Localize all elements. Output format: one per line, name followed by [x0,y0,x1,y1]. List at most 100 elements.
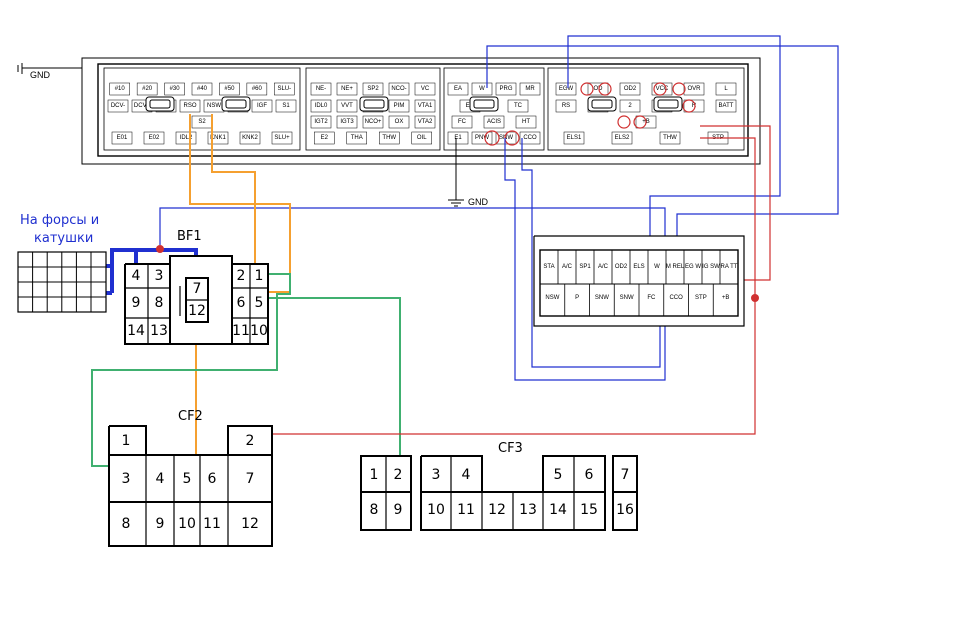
ecu_right1-pin: PRG [499,86,512,92]
cf3-pin: 11 [457,502,475,518]
forsy-label-line1: На форсы и [20,213,99,228]
ecu_right1-pin: PNW [475,135,489,141]
ecu_left-pin: KNK1 [210,135,226,141]
ecu_left-pin: #20 [142,86,153,92]
right-connector-pin: OD2 [615,264,628,270]
bf1-label: BF1 [177,229,202,244]
cf3-pin: 6 [585,467,594,483]
cf2-pin: 12 [241,516,259,532]
ecu_left-pin: E01 [117,135,128,141]
cf2-label: CF2 [178,409,203,424]
ecu_mid-pin: IDL0 [315,103,328,109]
bf1-connector [124,255,269,345]
right-connector-pin: P [575,295,579,301]
ecu_mid-pin: VTA1 [418,103,433,109]
splice-point-blue [156,245,164,253]
injector-grid [17,251,107,313]
ecu_right2-pin: BATT [719,103,734,109]
cf2-connector [108,425,273,547]
right-connector-pin: NSW [545,295,559,301]
ecu_right1-pin: CCO [523,135,537,141]
right-connector-pin: EG W [685,264,701,270]
ecu_mid-pin: OIL [417,135,427,141]
ecu_left-pin: SLU+ [274,135,290,141]
bf1-pin: 4 [132,268,141,284]
cf3-label: CF3 [498,441,523,456]
right-connector-pin: ELS [633,264,644,270]
cf3-pin: 13 [519,502,537,518]
ecu_mid-pin: IGT3 [340,119,354,125]
bf1-pin: 2 [237,268,246,284]
bf1-pin: 8 [155,295,164,311]
ecu_right1-pin: ACIS [487,119,501,125]
cf2-pin: 10 [178,516,196,532]
cf2-pin: 3 [122,471,131,487]
bf1-pin: 13 [150,323,168,339]
ecu_mid-pin: THA [351,135,363,141]
ecu_right1-pin: EA [454,86,462,92]
ecu_left-pin: E02 [149,135,160,141]
ecu_mid-pin: VVT [341,103,353,109]
ecu_right1-pin: SNW [499,135,513,141]
ecu_left-pin: DCV- [111,103,125,109]
bf1-pin: 1 [255,268,264,284]
right-connector-pin: CCO [669,295,683,301]
ecu-connector: #10#20#30#40#50#60SLU-DCV-DCV+IGT1RSONSW… [81,57,761,165]
ecu_left-pin: DCV+ [134,103,151,109]
cf3-pin: 7 [621,467,630,483]
bf1-pin: 14 [127,323,145,339]
right-connector-pin: A/C [598,264,609,270]
ecu_left-pin: NSW [207,103,221,109]
ecu_mid-pin: SP2 [367,86,379,92]
right-connector-pin: RA TT [721,264,738,270]
cf3-pin: 14 [549,502,567,518]
ecu_right2-pin: R [692,103,697,109]
right-connector [533,235,745,327]
ecu_left-pin: IDL2 [180,135,193,141]
ecu_left-pin: #40 [197,86,208,92]
ecu_right2-pin: L [724,86,728,92]
ecu_left-pin: IGF [257,103,267,109]
ecu_left-pin: RSO [183,103,196,109]
ecu_mid-pin: IGT2 [314,119,328,125]
ecu_left-pin: #30 [170,86,181,92]
ecu_left-pin: SLU- [277,86,291,92]
ecu_right2-pin: OD [594,86,604,92]
ecu_right2-pin: ELS2 [615,135,630,141]
wires-green [91,273,401,470]
cf3-pin: 16 [616,502,634,518]
ecu_mid-pin: VTA2 [418,119,433,125]
right-connector-pin: STA [543,264,554,270]
ecu_mid-pin: PIM [394,103,405,109]
ecu_right2-pin: VCC [656,86,669,92]
ecu_right1-pin: FC [458,119,467,125]
cf2-pin: 8 [122,516,131,532]
bf1-pin: 12 [188,303,206,319]
cf3-pin: 12 [488,502,506,518]
ecu_left-pin: #10 [115,86,126,92]
ecu_right2-pin: ELS1 [567,135,582,141]
bf1-pin: 10 [250,323,268,339]
cf3-pin: 1 [370,467,379,483]
ecu_right2-pin: OD2 [624,86,637,92]
bf1-pin: 9 [132,295,141,311]
right-connector-pin: M REL [666,264,685,270]
right-connector-pin: SNW [595,295,609,301]
cf3-connector [360,455,638,531]
ecu_mid-pin: OX [395,119,404,125]
cf3-pin: 4 [462,467,471,483]
right-connector-pin: FC [647,295,656,301]
wires-black [448,138,464,207]
cf2-pin: 6 [208,471,217,487]
cf2-pin: 9 [156,516,165,532]
ecu_mid-pin: NE- [316,86,326,92]
cf2-pin: 11 [203,516,221,532]
ecu_mid-pin: VC [421,86,430,92]
right-connector-pin: W [654,264,660,270]
cf3-pin: 3 [432,467,441,483]
bf1-pin: 7 [193,281,202,297]
ecu_mid-pin: NCO- [391,86,406,92]
gnd-mid-label: GND [468,197,489,207]
gnd-top-label: GND [30,70,51,80]
